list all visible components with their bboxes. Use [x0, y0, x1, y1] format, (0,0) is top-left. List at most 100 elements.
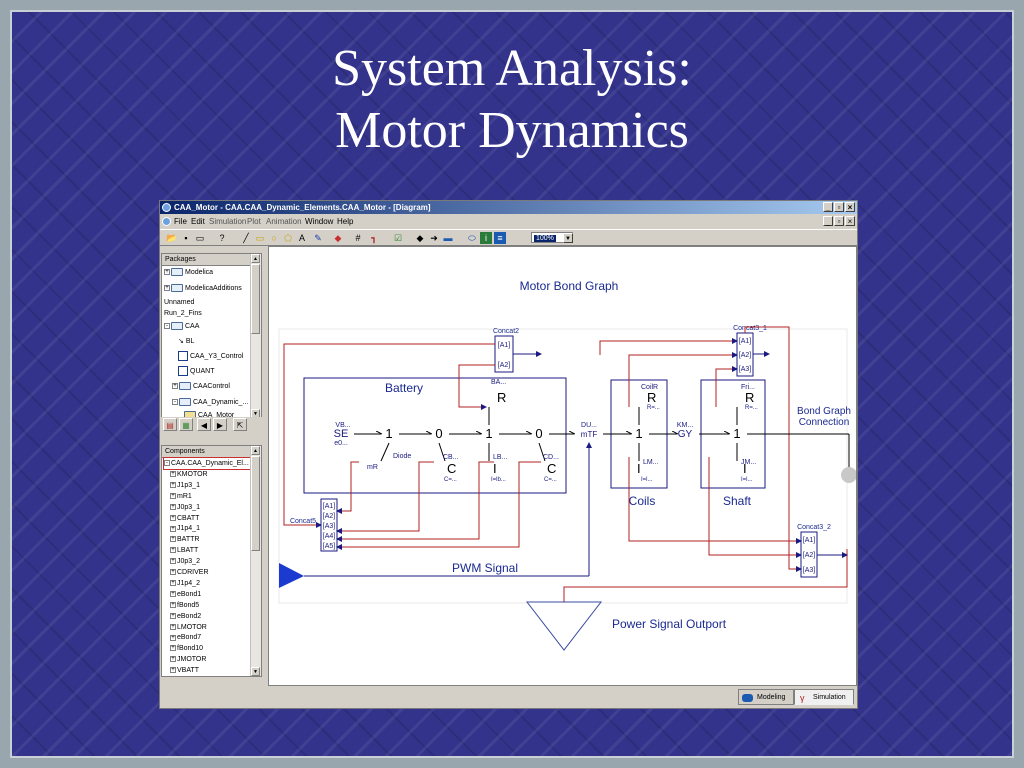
package-item[interactable]: -CAA [164, 322, 200, 331]
mdi-minimize-button[interactable]: _ [823, 216, 833, 226]
maximize-button[interactable]: ▫ [834, 202, 844, 212]
ellipse-tool-icon[interactable]: ○ [271, 233, 277, 243]
expand-icon[interactable]: + [170, 503, 176, 510]
component-item[interactable]: +BATTR [170, 536, 200, 544]
component-item[interactable]: +eBond7 [170, 634, 202, 642]
tab-modeling[interactable]: Modeling [738, 689, 794, 705]
close-button[interactable]: × [845, 202, 855, 212]
component-item[interactable]: +J0p3_1 [170, 503, 200, 511]
back-icon[interactable]: ◆ [416, 233, 424, 243]
expand-icon[interactable]: + [170, 525, 176, 532]
motor-inertia[interactable]: I [743, 461, 747, 476]
grid-icon[interactable]: # [355, 233, 361, 243]
zoom-dropdown-icon[interactable]: ▼ [563, 233, 573, 243]
battery-capacitor[interactable]: C [447, 461, 456, 476]
package-item[interactable]: -CAA_Dynamic_... [172, 398, 249, 407]
junction-1c[interactable]: 1 [635, 426, 642, 441]
package-item[interactable]: +Modelica [164, 268, 214, 277]
se-element[interactable]: SE [334, 428, 349, 440]
expand-icon[interactable]: + [170, 471, 176, 478]
package-item[interactable]: Unnamed [164, 299, 195, 306]
component-item[interactable]: +J1p3_1 [170, 481, 200, 489]
package-item[interactable]: Run_2_Fins [164, 310, 202, 317]
expand-icon[interactable]: + [170, 656, 176, 663]
expand-icon[interactable]: + [170, 492, 176, 499]
component-item[interactable]: +J0p3_2 [170, 558, 200, 566]
battery-box[interactable] [303, 377, 567, 494]
component-item[interactable]: +CDRIVER [170, 569, 209, 576]
component-item[interactable]: +mR1 [170, 492, 192, 500]
forward-icon[interactable]: ➜ [430, 233, 438, 243]
mtf-element[interactable]: mTF [581, 430, 598, 439]
gy-element[interactable]: GY [678, 429, 693, 440]
text-view-icon[interactable]: ≡ [494, 232, 506, 244]
info-view-icon[interactable]: i [480, 232, 492, 244]
menu-edit[interactable]: Edit [191, 217, 205, 226]
rectangle-tool-icon[interactable]: ▭ [255, 233, 265, 243]
expand-icon[interactable]: + [170, 612, 176, 619]
driver-capacitor[interactable]: C [547, 461, 556, 476]
component-item[interactable]: +eBond1 [170, 590, 202, 598]
expand-icon[interactable]: + [170, 601, 176, 608]
component-item[interactable]: +VBATT [170, 667, 200, 675]
expand-icon[interactable]: + [170, 580, 176, 587]
package-item[interactable]: +ModelicaAdditions [164, 284, 242, 293]
expand-icon[interactable]: + [170, 514, 176, 521]
component-item[interactable]: +JMOTOR [170, 656, 207, 664]
scroll-up-icon[interactable]: ▲ [251, 446, 260, 455]
component-root[interactable]: -CAA.CAA_Dynamic_El... [163, 457, 251, 470]
line-color-icon[interactable]: ✎ [314, 233, 322, 243]
open-icon[interactable]: 📂 [166, 233, 178, 243]
nav-forward-icon[interactable]: ▶ [213, 418, 227, 431]
nav-back-icon[interactable]: ◀ [197, 418, 211, 431]
expand-icon[interactable]: + [170, 623, 176, 630]
component-item[interactable]: +LMOTOR [170, 623, 207, 631]
help-icon[interactable]: ? [219, 233, 225, 243]
minimize-button[interactable]: _ [823, 202, 833, 212]
scroll-thumb[interactable] [251, 264, 260, 334]
bond-graph-connection-port[interactable] [841, 467, 856, 483]
battery-inductor[interactable]: I [493, 461, 497, 476]
motor-inductor[interactable]: I [637, 461, 641, 476]
text-tool-icon[interactable]: A [298, 233, 305, 243]
package-item[interactable]: QUANT [178, 366, 215, 377]
package-item[interactable]: CAA_Y3_Control [178, 351, 243, 362]
menu-window[interactable]: Window [305, 217, 334, 226]
component-item[interactable]: +J1p4_2 [170, 579, 200, 587]
packages-scrollbar[interactable]: ▲ ▼ [250, 254, 261, 418]
component-item[interactable]: +fBond5 [170, 601, 200, 609]
modeling-view-icon[interactable]: ⬭ [468, 233, 476, 243]
expand-icon[interactable]: + [170, 569, 176, 576]
power-output-port[interactable] [525, 601, 603, 651]
scroll-thumb[interactable] [251, 456, 260, 551]
friction-resistor[interactable]: R [745, 390, 754, 405]
nav-up-icon[interactable]: ⇱ [233, 418, 247, 431]
scroll-up-icon[interactable]: ▲ [251, 254, 260, 263]
coil-resistor[interactable]: R [647, 390, 656, 405]
mr-element[interactable]: mR [367, 464, 378, 471]
polygon-tool-icon[interactable]: ⬠ [284, 233, 292, 243]
diagram-canvas[interactable]: Motor Bond Graph Battery Coils Shaft Bon… [268, 246, 857, 686]
components-scrollbar[interactable]: ▲ ▼ [250, 446, 261, 676]
component-view-icon[interactable]: ▦ [179, 418, 193, 431]
save-icon[interactable]: ▪ [184, 233, 188, 243]
diagram-view-icon[interactable]: ▬ [443, 233, 453, 243]
junction-0b[interactable]: 0 [535, 426, 542, 441]
fill-color-icon[interactable]: ◆ [334, 233, 342, 243]
expand-icon[interactable]: + [170, 558, 176, 565]
menu-file[interactable]: File [174, 217, 187, 226]
component-item[interactable]: +KMOTOR [170, 470, 208, 478]
expand-icon[interactable]: + [170, 590, 176, 597]
mdi-restore-button[interactable]: ▫ [834, 216, 844, 226]
expand-icon[interactable]: + [170, 481, 176, 488]
junction-1b[interactable]: 1 [485, 426, 492, 441]
component-item[interactable]: +J1p4_1 [170, 525, 200, 533]
component-item[interactable]: +eBond2 [170, 612, 202, 620]
menu-plot[interactable]: Plot [247, 217, 261, 226]
expand-icon[interactable]: + [170, 634, 176, 641]
junction-0a[interactable]: 0 [435, 426, 442, 441]
menu-simulation[interactable]: Simulation [209, 217, 247, 226]
window-titlebar[interactable]: CAA_Motor - CAA.CAA_Dynamic_Elements.CAA… [160, 201, 857, 214]
package-item[interactable]: ↘BL [178, 338, 195, 345]
